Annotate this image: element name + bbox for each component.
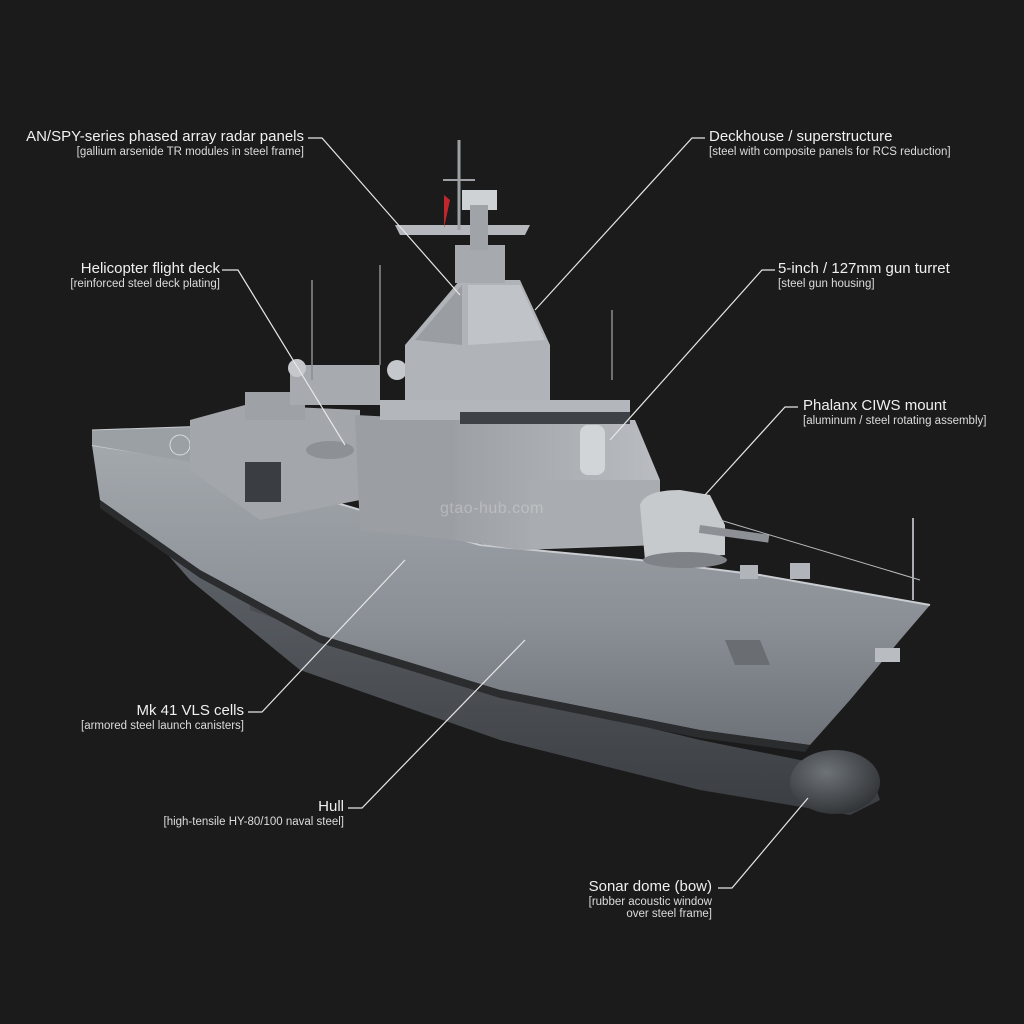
- callout-title: Helicopter flight deck: [80, 260, 220, 277]
- callout-subtitle: [reinforced steel deck plating]: [70, 277, 220, 290]
- leader-vls: [248, 559, 406, 713]
- flag: [444, 195, 450, 228]
- callout-title: Phalanx CIWS mount: [803, 397, 947, 414]
- callout-title: Deckhouse / superstructure: [709, 128, 893, 145]
- callout-title: 5-inch / 127mm gun turret: [778, 260, 950, 277]
- leader-lines: [222, 137, 809, 889]
- leader-ciws: [704, 406, 798, 496]
- callout-title: AN/SPY-series phased array radar panels: [26, 128, 304, 145]
- callout-gun: 5-inch / 127mm gun turret [steel gun hou…: [778, 260, 950, 290]
- callout-subtitle: [armored steel launch canisters]: [81, 719, 244, 732]
- callout-radar: AN/SPY-series phased array radar panels …: [26, 128, 304, 158]
- ciws-mount: [580, 425, 605, 475]
- callout-title: Mk 41 VLS cells: [136, 702, 244, 719]
- leader-radar: [308, 137, 461, 296]
- leader-sonar: [718, 797, 809, 889]
- callout-subtitle: [steel with composite panels for RCS red…: [709, 145, 951, 158]
- callout-hull: Hull [high-tensile HY-80/100 naval steel…: [163, 798, 345, 828]
- leader-gun: [609, 269, 775, 441]
- bow-rail: [719, 518, 921, 662]
- callout-title: Sonar dome (bow): [588, 878, 712, 895]
- superstructure: [311, 140, 660, 550]
- callout-heli: Helicopter flight deck [reinforced steel…: [70, 260, 220, 290]
- callout-sonar: Sonar dome (bow) [rubber acoustic window…: [588, 878, 712, 921]
- callout-subtitle: [steel gun housing]: [778, 277, 875, 290]
- watermark: gtao-hub.com: [440, 500, 544, 517]
- leader-hull: [348, 639, 526, 809]
- callout-subtitle: [rubber acoustic window over steel frame…: [588, 895, 712, 921]
- callout-subtitle: [gallium arsenide TR modules in steel fr…: [76, 145, 304, 158]
- sonar-dome: [790, 750, 880, 814]
- leader-deckhouse: [534, 137, 705, 311]
- gun-turret: [640, 490, 770, 568]
- callout-ciws: Phalanx CIWS mount [aluminum / steel rot…: [803, 397, 987, 427]
- callout-title: Hull: [318, 798, 344, 815]
- leader-heli: [222, 269, 346, 446]
- callout-subtitle: [high-tensile HY-80/100 naval steel]: [163, 815, 345, 828]
- callout-subtitle: [aluminum / steel rotating assembly]: [803, 414, 987, 427]
- callout-vls: Mk 41 VLS cells [armored steel launch ca…: [81, 702, 244, 732]
- hangar: [190, 359, 407, 520]
- radar-panel: [468, 285, 545, 345]
- callout-deckhouse: Deckhouse / superstructure [steel with c…: [709, 128, 951, 158]
